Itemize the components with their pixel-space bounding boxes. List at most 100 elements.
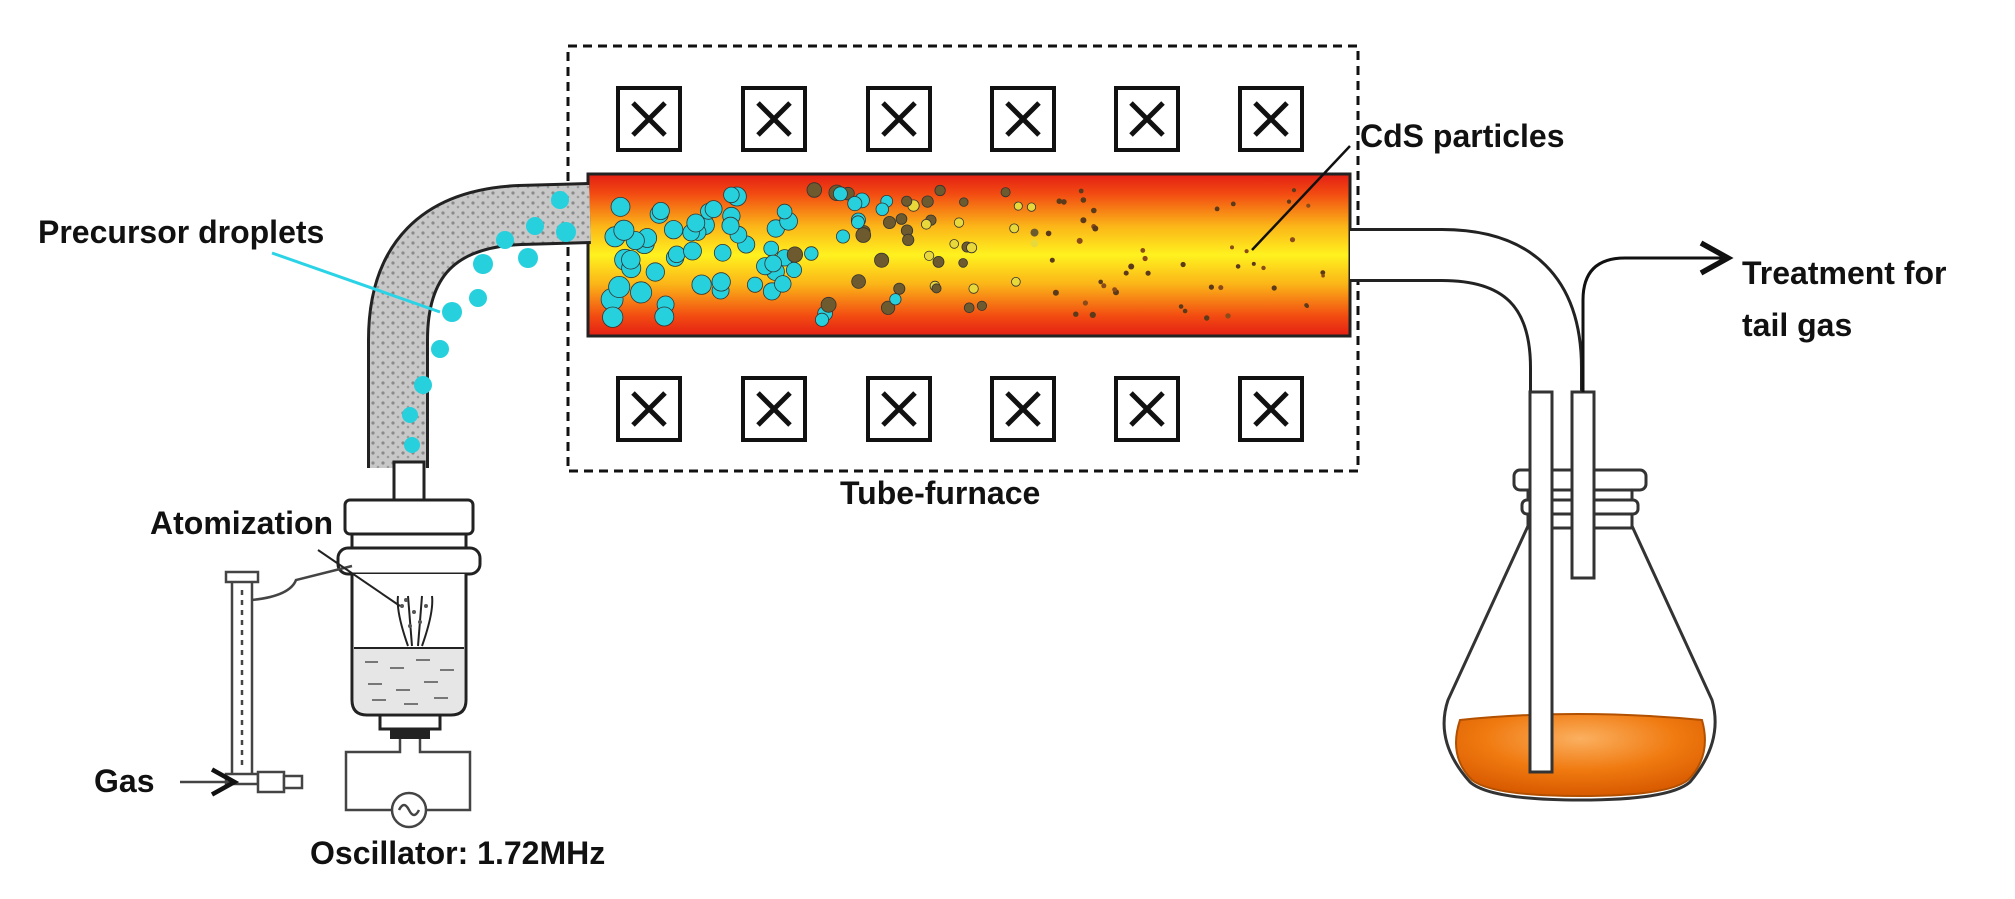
particle xyxy=(1052,289,1059,296)
particle xyxy=(833,186,848,202)
particle xyxy=(949,239,959,249)
particle xyxy=(901,195,913,207)
atomizer-neck xyxy=(392,460,426,506)
precursor-droplets-in-tube xyxy=(402,191,576,453)
cds-particles xyxy=(600,182,1326,328)
particle xyxy=(668,245,686,264)
atomization-leader xyxy=(317,549,401,607)
particle xyxy=(1142,255,1148,262)
particle xyxy=(1140,248,1146,253)
heater-box-bottom-3 xyxy=(866,376,932,442)
heater-boxes-bottom xyxy=(616,376,1304,442)
particle xyxy=(847,196,863,212)
particle xyxy=(836,229,851,244)
heater-boxes-top xyxy=(616,86,1304,152)
particle xyxy=(1112,287,1117,292)
particle xyxy=(654,306,675,327)
particle xyxy=(804,246,819,261)
particle xyxy=(959,197,969,207)
particle xyxy=(1056,198,1063,204)
particle xyxy=(820,296,837,313)
particle xyxy=(1030,228,1039,237)
particle xyxy=(1305,304,1309,308)
heater-box-bottom-5 xyxy=(1114,376,1180,442)
particle xyxy=(883,215,897,229)
label-precursor-droplets: Precursor droplets xyxy=(38,214,324,250)
particle xyxy=(1078,188,1084,194)
particle xyxy=(1291,188,1297,193)
outlet-tube-inner xyxy=(1350,231,1580,395)
particle xyxy=(774,275,792,293)
particle xyxy=(1178,304,1184,309)
particle xyxy=(1208,284,1214,290)
particle xyxy=(1128,263,1135,270)
particle xyxy=(663,220,684,240)
particle xyxy=(691,274,712,295)
particle xyxy=(713,244,732,262)
particle xyxy=(966,242,978,254)
particle xyxy=(764,254,782,273)
particle xyxy=(1091,207,1097,214)
particle xyxy=(920,219,932,230)
gas-outlet-tube xyxy=(1570,390,1596,580)
particle xyxy=(704,200,723,219)
particle xyxy=(1000,187,1011,198)
particle xyxy=(1030,239,1039,248)
heater-box-bottom-6 xyxy=(1238,376,1304,442)
particle xyxy=(921,195,934,208)
inlet-tube-fill xyxy=(370,185,591,468)
particle xyxy=(1261,265,1266,271)
particle xyxy=(902,233,915,246)
particle xyxy=(1230,245,1234,250)
heater-box-top-1 xyxy=(616,86,682,152)
particle xyxy=(1123,270,1129,276)
particle xyxy=(815,312,830,327)
particle xyxy=(613,219,635,241)
heater-box-bottom-1 xyxy=(616,376,682,442)
cds-leader-line xyxy=(1251,145,1351,251)
particle xyxy=(1045,230,1052,237)
particle xyxy=(1009,223,1020,234)
heater-box-bottom-2 xyxy=(741,376,807,442)
particle xyxy=(1092,225,1099,232)
particle xyxy=(723,186,740,204)
particle xyxy=(747,276,764,293)
particle xyxy=(1218,285,1224,291)
particle xyxy=(1214,206,1220,212)
particle xyxy=(1244,249,1249,254)
label-gas: Gas xyxy=(94,763,154,799)
particle xyxy=(1306,203,1311,208)
particle xyxy=(1180,261,1186,268)
particle xyxy=(968,283,979,294)
label-oscillator: Oscillator: 1.72MHz xyxy=(310,835,605,871)
particle xyxy=(1320,270,1326,275)
particle xyxy=(1013,201,1023,211)
particle xyxy=(645,262,665,282)
particle xyxy=(931,283,942,294)
particle xyxy=(932,255,945,268)
particle xyxy=(686,213,706,233)
particle xyxy=(875,202,890,217)
label-tube-furnace: Tube-furnace xyxy=(840,475,1040,511)
particle xyxy=(1235,264,1241,269)
particle xyxy=(958,258,968,268)
label-cds-particles: CdS particles xyxy=(1360,118,1565,154)
particle xyxy=(683,241,702,261)
particle xyxy=(806,182,823,198)
particle xyxy=(880,300,896,315)
particle xyxy=(1251,261,1256,266)
heater-box-bottom-4 xyxy=(990,376,1056,442)
particle xyxy=(874,252,890,268)
oscillator-circuit xyxy=(344,739,472,829)
tube-furnace-frame xyxy=(566,44,1360,473)
particle xyxy=(851,215,865,230)
particle xyxy=(1098,279,1103,285)
particle xyxy=(1286,199,1292,204)
gas-flowmeter xyxy=(180,564,353,797)
particle xyxy=(934,184,946,197)
particle xyxy=(651,201,670,220)
heater-box-top-4 xyxy=(990,86,1056,152)
particle xyxy=(1230,201,1236,207)
particle xyxy=(1225,313,1231,319)
